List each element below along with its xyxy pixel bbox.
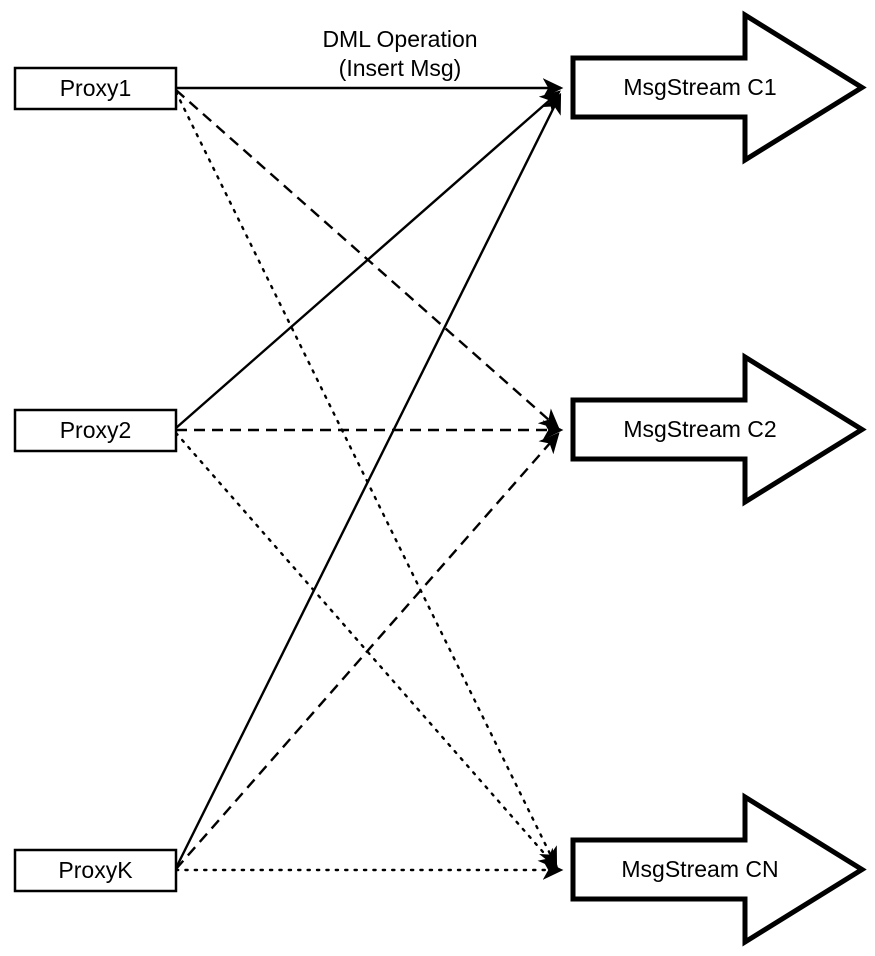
edge-annotation-line2: (Insert Msg): [339, 55, 462, 81]
msgstream-c1-label: MsgStream C1: [623, 74, 776, 100]
edge-proxyk-to-c2: [175, 432, 560, 870]
msgstream-c1-arrow-shape[interactable]: [570, 10, 867, 165]
msgstream-cn-arrow-shape[interactable]: [570, 792, 867, 947]
proxy-node-proxy1[interactable]: Proxy1: [13, 66, 178, 111]
proxy2-label: Proxy2: [60, 417, 132, 443]
msgstream-nodes: MsgStream C1 MsgStream C2 MsgStream CN: [570, 10, 867, 947]
proxy-nodes: Proxy1 Proxy2 ProxyK: [13, 66, 178, 893]
proxy1-label: Proxy1: [60, 75, 132, 101]
proxy-node-proxy2[interactable]: Proxy2: [13, 408, 178, 453]
proxy1-box[interactable]: [13, 66, 178, 111]
edge-proxy2-to-cn: [174, 431, 559, 870]
proxyk-label: ProxyK: [58, 857, 133, 883]
proxyk-box[interactable]: [13, 848, 178, 893]
msgstream-c2-label: MsgStream C2: [623, 416, 776, 442]
connector-edges: [174, 78, 564, 880]
msgstream-node-c2[interactable]: MsgStream C2: [570, 352, 867, 507]
proxy-node-proxyk[interactable]: ProxyK: [13, 848, 178, 893]
edge-annotation: DML Operation (Insert Msg): [322, 26, 477, 81]
edge-proxy2-to-c1: [175, 90, 561, 429]
msgstream-c2-arrow-shape[interactable]: [570, 352, 867, 507]
edge-proxyk-to-c1: [174, 92, 562, 869]
edge-annotation-line1: DML Operation: [322, 26, 477, 52]
msgstream-node-cn[interactable]: MsgStream CN: [570, 792, 867, 947]
msgstream-cn-label: MsgStream CN: [621, 856, 778, 882]
proxy2-box[interactable]: [13, 408, 178, 453]
msgstream-node-c1[interactable]: MsgStream C1: [570, 10, 867, 165]
edge-proxy1-to-cn: [174, 90, 558, 869]
